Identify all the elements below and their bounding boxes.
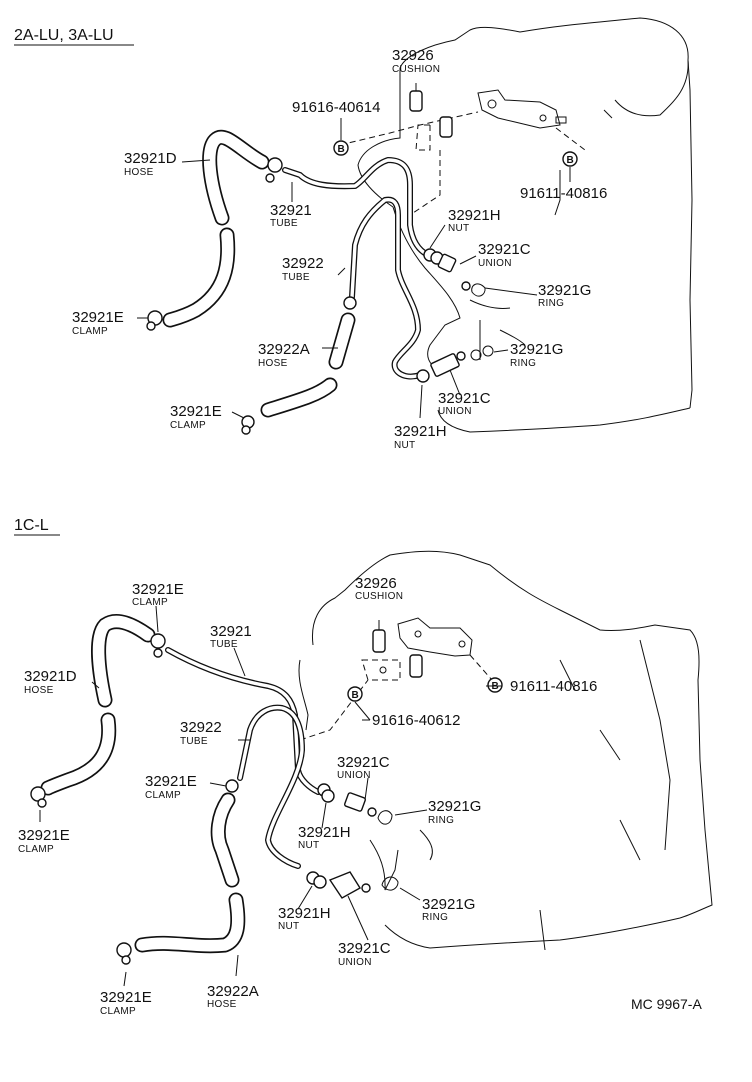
nut-union-bottom-upper — [317, 783, 393, 825]
bolt-symbol: B — [333, 118, 349, 156]
guide-line — [409, 150, 441, 216]
label-nut-32921h: 32921H — [298, 824, 351, 841]
engine-outline-top — [357, 17, 693, 433]
label-nut-name: NUT — [394, 440, 415, 451]
label-hose-32922a: 32922A — [207, 983, 259, 1000]
guide-line — [415, 124, 431, 151]
guide-line — [469, 654, 493, 681]
label-union-32921c: 32921C — [338, 940, 391, 957]
label-hose-a-name: HOSE — [258, 358, 288, 369]
label-nut-32921h: 32921H — [278, 905, 331, 922]
label-nut-name: NUT — [448, 223, 469, 234]
engine-outline-bottom — [298, 550, 713, 951]
label-ring-name: RING — [422, 912, 448, 923]
svg-text:B: B — [567, 155, 574, 166]
cushion-bottom — [372, 620, 423, 678]
svg-text:B: B — [352, 690, 359, 701]
label-clamp-32921e: 32921E — [18, 827, 70, 844]
label-clamp-32921e: 32921E — [100, 989, 152, 1006]
label-hose-a-name: HOSE — [207, 999, 237, 1010]
section-heading-top: 2A-LU, 3A-LU — [14, 27, 114, 44]
svg-text:B: B — [338, 144, 345, 155]
label-nut-name: NUT — [278, 921, 299, 932]
label-tube-name: TUBE — [210, 639, 238, 650]
label-union-name: UNION — [438, 406, 472, 417]
label-tube-32922: 32922 — [282, 255, 324, 272]
tube-32922-bottom — [237, 704, 305, 869]
bolt-symbol: B — [487, 677, 503, 693]
section-bottom: 1C-L — [14, 517, 713, 1017]
label-clamp-name: CLAMP — [132, 597, 168, 608]
label-clamp-name: CLAMP — [72, 326, 108, 337]
label-clamp-name: CLAMP — [18, 844, 54, 855]
label-hose-32921d: 32921D — [124, 150, 177, 167]
hose-32921d-top — [162, 129, 270, 328]
label-bolt-91611: 91611-40816 — [510, 678, 597, 695]
label-bolt-91616: 91616-40612 — [372, 712, 460, 729]
label-bolt-91611: 91611-40816 — [520, 185, 607, 202]
cushion-top — [409, 83, 453, 138]
label-cushion-name: CUSHION — [355, 591, 403, 602]
label-union-name: UNION — [337, 770, 371, 781]
guide-line — [555, 127, 586, 151]
label-ring-32921g: 32921G — [538, 282, 591, 299]
label-clamp-name: CLAMP — [145, 790, 181, 801]
label-clamp-32921e: 32921E — [170, 403, 222, 420]
figure-code: MC 9967-A — [631, 996, 702, 1012]
label-tube-name: TUBE — [270, 218, 298, 229]
label-clamp-name: CLAMP — [100, 1006, 136, 1017]
label-clamp-32921e: 32921E — [145, 773, 197, 790]
hose-32922a-top — [260, 296, 357, 418]
clamp-top — [146, 157, 283, 435]
label-nut-32921h: 32921H — [448, 207, 501, 224]
bolt-symbol: B — [347, 686, 371, 721]
hose-32921d-bottom — [40, 614, 156, 796]
section-heading-bottom: 1C-L — [14, 517, 49, 534]
label-tube-32921: 32921 — [210, 623, 252, 640]
bolt-symbol: B — [562, 151, 578, 182]
nut-union-top-lower — [416, 345, 494, 383]
label-hose-32921d: 32921D — [24, 668, 77, 685]
label-nut-32921h: 32921H — [394, 423, 447, 440]
label-union-32921c: 32921C — [337, 754, 390, 771]
clamp-bottom — [30, 633, 239, 965]
label-tube-32922: 32922 — [180, 719, 222, 736]
label-clamp-32921e: 32921E — [72, 309, 124, 326]
label-clamp-32921e: 32921E — [132, 581, 184, 598]
label-nut-name: NUT — [298, 840, 319, 851]
hose-32922a-bottom — [134, 792, 246, 954]
label-ring-name: RING — [538, 298, 564, 309]
label-union-32921c: 32921C — [478, 241, 531, 258]
tube-32921-top — [282, 157, 431, 258]
label-cushion-name: CUSHION — [392, 64, 440, 75]
guide-line — [339, 111, 479, 146]
tube-32922-top — [349, 196, 423, 380]
bracket-top — [477, 89, 567, 129]
label-hose-32922a: 32922A — [258, 341, 310, 358]
nut-union-top-upper — [423, 248, 486, 297]
label-bolt-91616: 91616-40614 — [292, 99, 380, 116]
label-union-name: UNION — [338, 957, 372, 968]
tube-32921-bottom — [165, 647, 321, 795]
label-tube-32921: 32921 — [270, 202, 312, 219]
label-clamp-name: CLAMP — [170, 420, 206, 431]
label-hose-name: HOSE — [24, 685, 54, 696]
label-union-name: UNION — [478, 258, 512, 269]
nut-union-bottom-lower — [306, 871, 399, 899]
label-ring-name: RING — [428, 815, 454, 826]
leader-lines-bottom — [39, 605, 502, 987]
section-top: 2A-LU, 3A-LU — [14, 17, 693, 451]
leader-lines-top — [137, 159, 538, 419]
label-tube2-name: TUBE — [180, 736, 208, 747]
label-union-32921c: 32921C — [438, 390, 491, 407]
label-ring-32921g: 32921G — [510, 341, 563, 358]
label-ring-32921g: 32921G — [422, 896, 475, 913]
label-ring-32921g: 32921G — [428, 798, 481, 815]
label-cushion-32926: 32926 — [355, 575, 397, 592]
label-ring-name: RING — [510, 358, 536, 369]
label-cushion-32926: 32926 — [392, 47, 434, 64]
label-hose-name: HOSE — [124, 167, 154, 178]
label-tube2-name: TUBE — [282, 272, 310, 283]
